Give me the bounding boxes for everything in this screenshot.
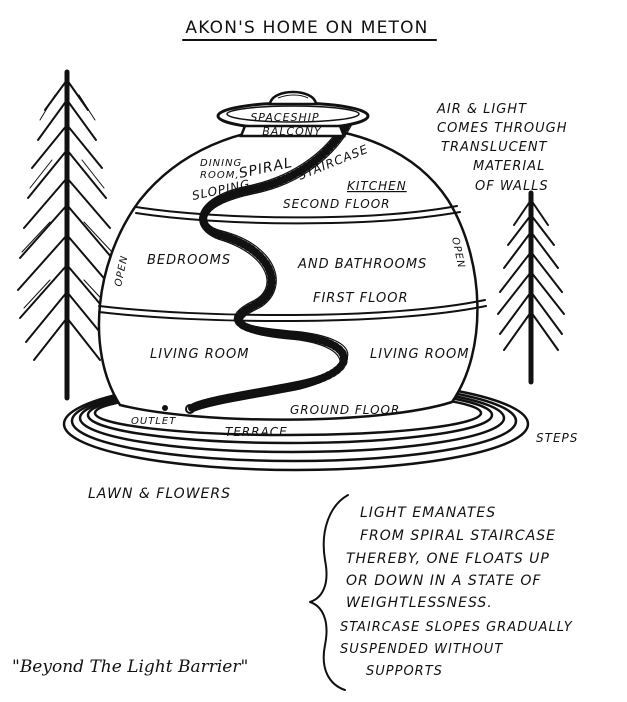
outlet-label: OUTLET [131,416,176,427]
living-room-left-label: LIVING ROOM [150,347,249,362]
caption-text: "Beyond The Light Barrier" [12,657,248,677]
dome-house [97,125,479,421]
svg-text:OR DOWN IN A STATE OF: OR DOWN IN A STATE OF [346,573,541,589]
ground-floor-label: GROUND FLOOR [290,403,400,417]
svg-text:STAIRCASE SLOPES GRADUALLY: STAIRCASE SLOPES GRADUALLY [340,620,573,635]
pine-tree-left-icon [17,69,115,401]
dining-room-label-2: ROOM, [200,170,240,181]
brace-mark [309,494,349,691]
second-floor-label: SECOND FLOOR [283,197,391,211]
steps-label: STEPS [536,431,578,445]
svg-text:FROM SPIRAL STAIRCASE: FROM SPIRAL STAIRCASE [360,528,556,544]
spaceship-icon [216,90,370,138]
diagram-title: AKON'S HOME ON METON [185,18,428,38]
living-room-right-label: LIVING ROOM [370,347,469,362]
svg-text:LIGHT EMANATES: LIGHT EMANATES [360,505,496,521]
light-note: LIGHT EMANATES FROM SPIRAL STAIRCASE THE… [346,505,556,611]
svg-text:COMES THROUGH: COMES THROUGH [437,121,567,136]
dining-room-label-1: DINING [200,158,242,169]
bedrooms-label: BEDROOMS [147,253,231,268]
svg-text:SUSPENDED WITHOUT: SUSPENDED WITHOUT [340,642,503,657]
terrace-label: TERRACE [225,425,288,439]
svg-text:MATERIAL: MATERIAL [473,159,545,174]
svg-text:SUPPORTS: SUPPORTS [366,664,443,679]
air-light-note: AIR & LIGHT COMES THROUGH TRANSLUCENT MA… [436,102,567,194]
svg-text:WEIGHTLESSNESS.: WEIGHTLESSNESS. [346,595,493,611]
spaceship-label: SPACESHIP [250,111,319,124]
svg-text:TRANSLUCENT: TRANSLUCENT [441,140,548,155]
svg-text:OF WALLS: OF WALLS [475,179,549,194]
spiral-staircase [188,114,355,413]
staircase-note: STAIRCASE SLOPES GRADUALLY SUSPENDED WIT… [340,620,573,679]
kitchen-label: KITCHEN [347,179,407,193]
svg-text:AIR & LIGHT: AIR & LIGHT [436,102,527,117]
bathrooms-label: AND BATHROOMS [297,257,427,272]
svg-text:THEREBY, ONE FLOATS UP: THEREBY, ONE FLOATS UP [346,551,550,567]
balcony-label: BALCONY [262,125,322,138]
first-floor-label: FIRST FLOOR [313,291,409,306]
pine-tree-right-icon [497,190,565,385]
lawn-label: LAWN & FLOWERS [88,486,231,502]
outlet-marker [162,405,168,411]
